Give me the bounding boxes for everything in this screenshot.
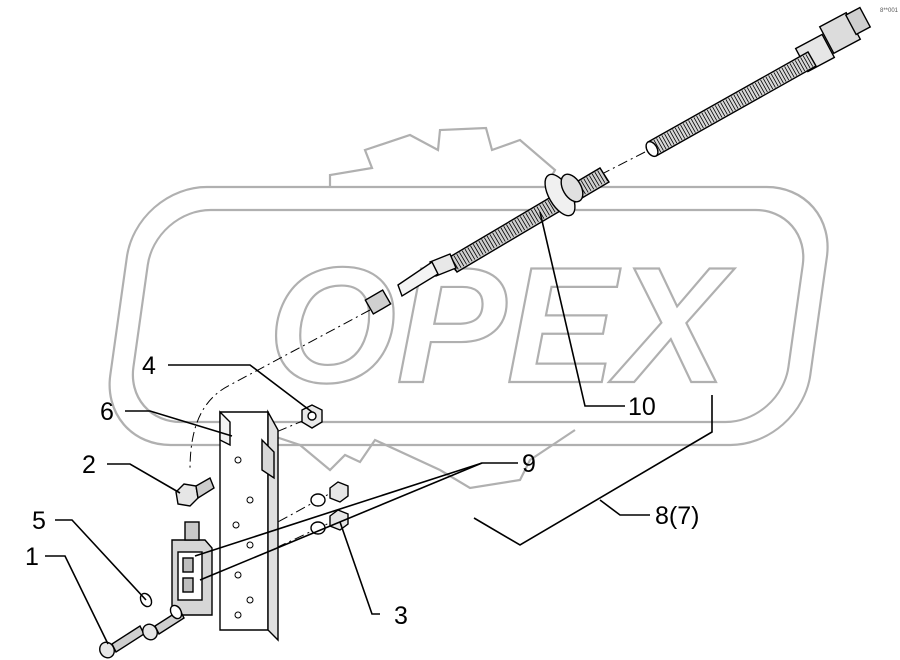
screws-1 bbox=[99, 608, 185, 659]
sensor-housing bbox=[171, 521, 213, 616]
mounting-plate bbox=[219, 409, 279, 642]
leader-8-bracket bbox=[473, 395, 713, 546]
callout-4: 4 bbox=[142, 352, 156, 380]
callout-9: 9 bbox=[522, 450, 536, 478]
opex-watermark-logo: OPEX bbox=[108, 126, 829, 490]
leader-3 bbox=[339, 521, 380, 615]
callout-6: 6 bbox=[100, 398, 114, 426]
leader-10 bbox=[539, 211, 625, 407]
watermark-text: OPEX bbox=[268, 233, 735, 417]
callout-10: 10 bbox=[628, 393, 656, 421]
callout-labels: 4 6 2 5 1 9 3 10 8(7) bbox=[25, 352, 699, 630]
leader-6 bbox=[125, 410, 233, 437]
hex-nut-4 bbox=[301, 404, 323, 429]
callout-8: 8(7) bbox=[655, 502, 699, 530]
leader-9b bbox=[199, 462, 483, 581]
leader-1 bbox=[45, 555, 109, 645]
leader-4 bbox=[168, 364, 313, 413]
cable-grommet bbox=[544, 173, 584, 217]
callout-3: 3 bbox=[394, 602, 408, 630]
callout-2: 2 bbox=[82, 451, 96, 479]
hex-bolt-2 bbox=[175, 476, 215, 507]
corrugated-hose-upper bbox=[645, 51, 817, 158]
callout-5: 5 bbox=[32, 507, 46, 535]
callout-1: 1 bbox=[25, 543, 39, 571]
leader-8 bbox=[599, 499, 650, 516]
cable-probe-end bbox=[364, 253, 457, 315]
leader-2 bbox=[107, 463, 181, 494]
leader-lines bbox=[45, 211, 713, 645]
cable-connector bbox=[794, 6, 872, 73]
image-code: 8**001 bbox=[880, 8, 899, 14]
leader-5 bbox=[55, 519, 147, 601]
